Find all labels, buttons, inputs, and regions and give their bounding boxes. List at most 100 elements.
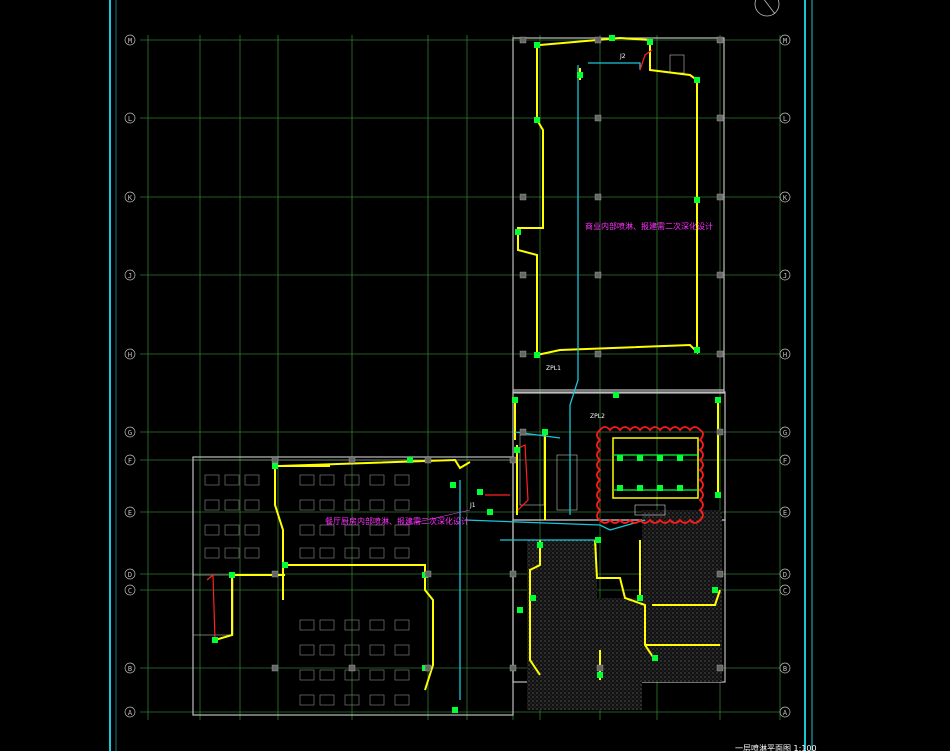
- sprinkler-head-icon: [515, 229, 521, 235]
- table: [244, 524, 260, 536]
- table: [369, 547, 385, 559]
- sprinkler-head-icon: [617, 455, 623, 461]
- table: [204, 474, 220, 486]
- table: [394, 524, 410, 536]
- column-marker: [519, 193, 527, 201]
- sprinkler-head-icon: [450, 482, 456, 488]
- axis-bubble: [779, 112, 791, 124]
- sprinkler-head-icon: [517, 607, 523, 613]
- axis-bubble: [124, 112, 136, 124]
- table: [394, 694, 410, 706]
- column-marker: [716, 193, 724, 201]
- design-notes: 商业内部喷淋、报建需二次深化设计 餐厅厨房内部喷淋、报建需二次深化设计: [325, 221, 713, 526]
- column-marker: [716, 428, 724, 436]
- table: [224, 499, 240, 511]
- axis-bubble: [779, 426, 791, 438]
- axis-label-A: A: [783, 709, 788, 717]
- sprinkler-head-icon: [512, 397, 518, 403]
- column-marker: [271, 456, 279, 464]
- axis-bubble: [124, 706, 136, 718]
- table: [369, 669, 385, 681]
- sprinkler-head-icon: [637, 455, 643, 461]
- table: [224, 474, 240, 486]
- axis-bubble: [779, 454, 791, 466]
- sprinkler-head-icon: [282, 562, 288, 568]
- column-marker: [424, 456, 432, 464]
- riser-label-zpl2: ZPL2: [590, 413, 605, 420]
- table: [344, 547, 360, 559]
- table: [394, 474, 410, 486]
- table: [299, 694, 315, 706]
- axis-bubble: [124, 454, 136, 466]
- axis-bubble: [779, 706, 791, 718]
- table: [344, 474, 360, 486]
- sprinkler-head-icon: [537, 542, 543, 548]
- sprinkler-head-icon: [229, 572, 235, 578]
- sprinkler-head-icon: [657, 455, 663, 461]
- riser-label-j1: J1: [469, 502, 476, 509]
- column-marker: [519, 350, 527, 358]
- sprinkler-head-icon: [407, 457, 413, 463]
- sprinkler-head-icon: [694, 347, 700, 353]
- table: [344, 524, 360, 536]
- column-marker: [509, 456, 517, 464]
- table: [369, 499, 385, 511]
- axis-bubble: [124, 34, 136, 46]
- column-marker: [716, 350, 724, 358]
- axis-label-E: E: [128, 509, 132, 517]
- drawing-frame: [109, 0, 813, 751]
- sprinkler-head-icon: [617, 485, 623, 491]
- axis-bubble: [124, 662, 136, 674]
- table: [344, 619, 360, 631]
- table: [394, 669, 410, 681]
- column-marker: [594, 36, 602, 44]
- stairs: [192, 54, 685, 636]
- axis-label-B: B: [783, 665, 787, 673]
- riser-label-zpl1: ZPL1: [546, 365, 561, 372]
- axis-bubble: [124, 506, 136, 518]
- column-marker: [509, 664, 517, 672]
- sprinkler-head-icon: [694, 77, 700, 83]
- sprinkler-head-icon: [597, 672, 603, 678]
- table: [319, 547, 335, 559]
- table: [244, 499, 260, 511]
- table: [319, 619, 335, 631]
- structural-columns: [271, 36, 724, 672]
- column-marker: [716, 664, 724, 672]
- sprinkler-head-icon: [652, 655, 658, 661]
- sprinkler-head-icon: [595, 537, 601, 543]
- column-marker: [519, 428, 527, 436]
- sprinkler-head-icon: [637, 485, 643, 491]
- table: [299, 644, 315, 656]
- sprinkler-head-icon: [712, 587, 718, 593]
- table: [394, 499, 410, 511]
- column-marker: [509, 570, 517, 578]
- column-marker: [716, 570, 724, 578]
- axis-label-H: H: [783, 351, 787, 359]
- table: [299, 474, 315, 486]
- table: [369, 474, 385, 486]
- north-arrow-icon: [754, 0, 780, 17]
- sprinkler-head-icon: [613, 392, 619, 398]
- note-dining: 餐厅厨房内部喷淋、报建需二次深化设计: [325, 516, 469, 526]
- axis-label-A: A: [128, 709, 133, 717]
- stippled-area: [527, 510, 722, 710]
- axis-bubble: [124, 568, 136, 580]
- table: [394, 619, 410, 631]
- axis-bubble: [779, 568, 791, 580]
- table: [319, 524, 335, 536]
- riser-labels: ZPL1 ZPL2 J2 J1: [469, 53, 626, 509]
- column-marker: [596, 664, 604, 672]
- sprinkler-head-icon: [534, 42, 540, 48]
- note-commercial: 商业内部喷淋、报建需二次深化设计: [585, 221, 713, 231]
- table: [319, 694, 335, 706]
- axis-bubble: [779, 662, 791, 674]
- table: [369, 644, 385, 656]
- column-marker: [348, 664, 356, 672]
- column-marker: [594, 350, 602, 358]
- revision-cloud: [596, 426, 704, 524]
- table: [204, 499, 220, 511]
